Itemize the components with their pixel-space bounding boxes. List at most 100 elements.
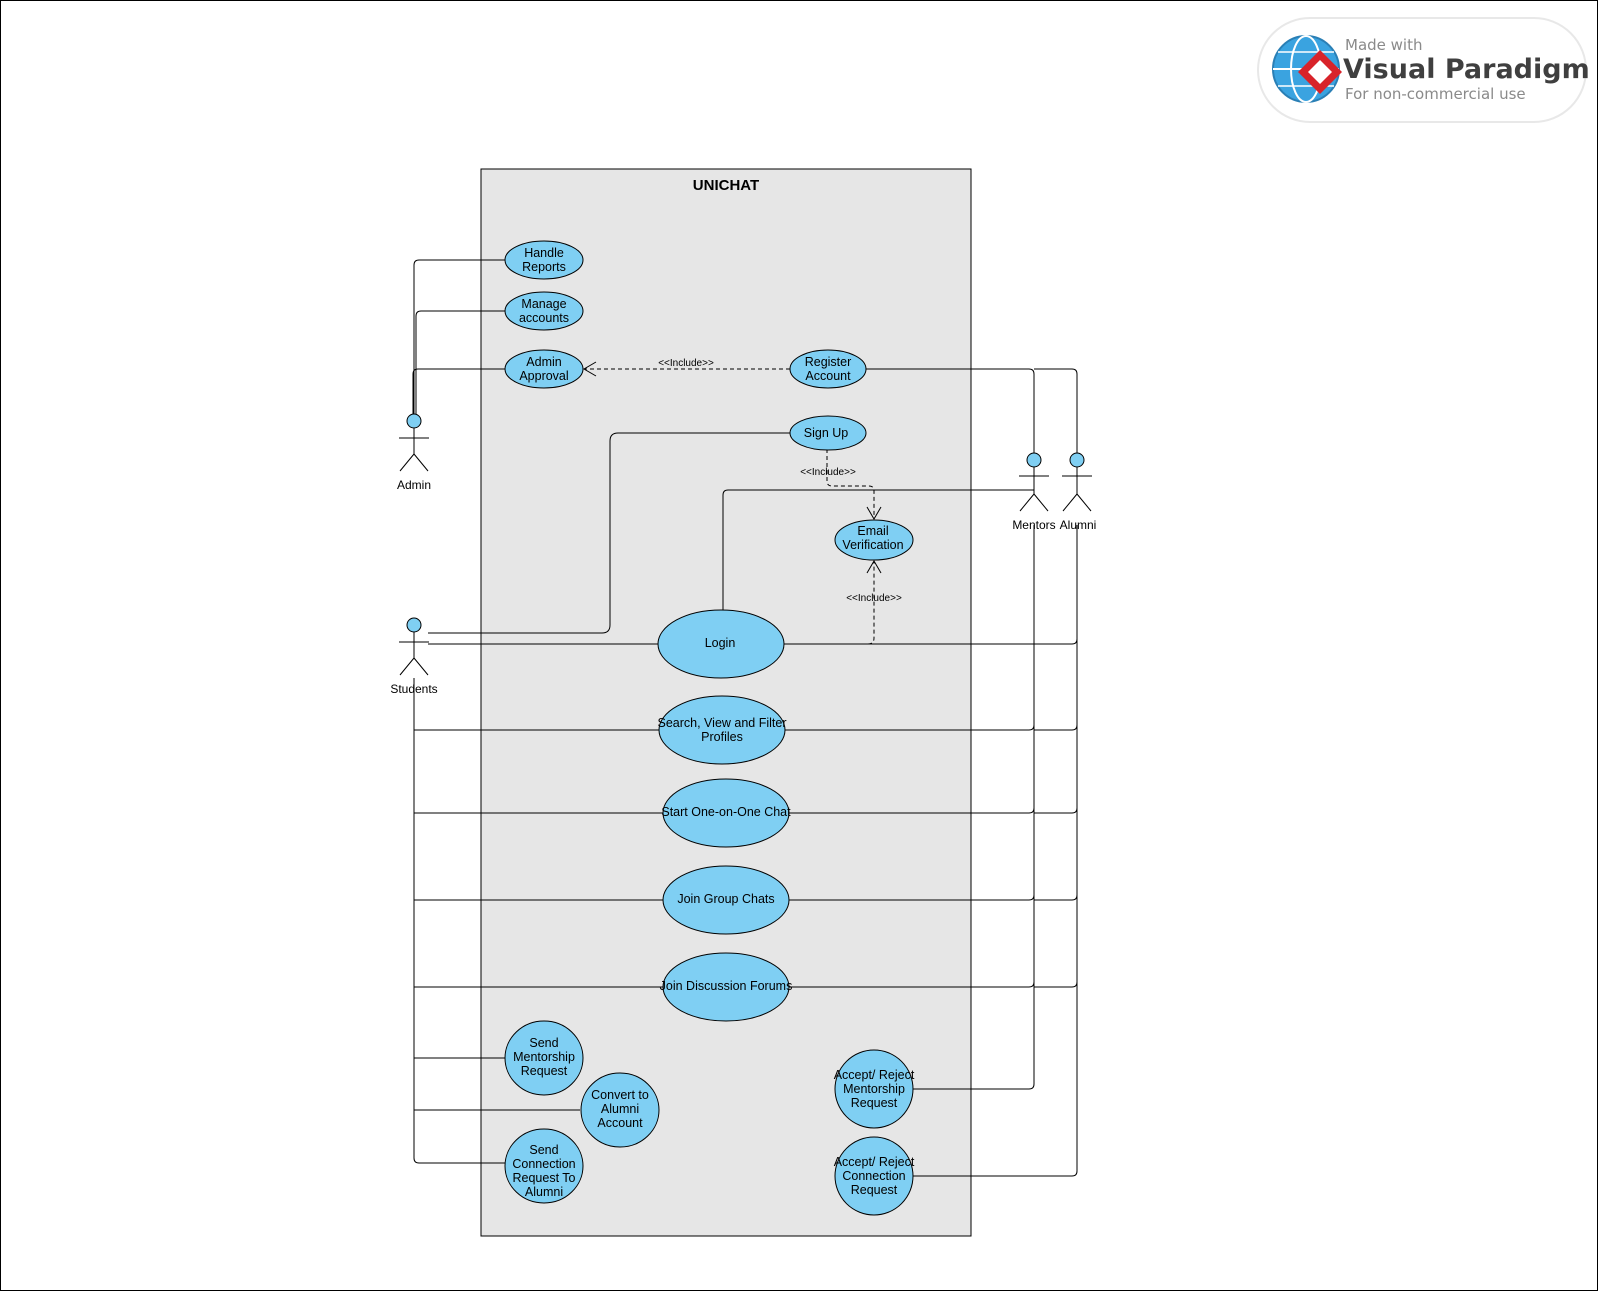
use-case-label-line: Alumni: [601, 1102, 639, 1116]
use-case-label-line: Request: [851, 1183, 898, 1197]
use-case-label-line: Handle: [524, 246, 564, 260]
use-case-register-account[interactable]: [789, 349, 867, 389]
actor-students[interactable]: [399, 617, 429, 676]
use-case-search-profiles[interactable]: [658, 695, 786, 765]
assoc-mentors-register: [866, 368, 1035, 453]
use-case-label-line: Manage: [521, 297, 566, 311]
use-case-label-line: Send: [529, 1036, 558, 1050]
assoc-admin-manage-accounts: [415, 310, 506, 420]
use-case-label-line: Accept/ Reject: [834, 1068, 915, 1082]
assoc-mentors-forums: [788, 981, 1035, 988]
use-case-send-connection[interactable]: [504, 1128, 584, 1204]
use-case-label-line: Login: [705, 636, 736, 650]
actor-alumni-label: Alumni: [1060, 518, 1097, 532]
use-case-one-on-one-chat[interactable]: [662, 778, 790, 848]
use-case-label-line: Alumni: [525, 1185, 563, 1199]
actor-students-head-icon: [406, 617, 422, 633]
watermark-badge: [1257, 17, 1587, 123]
assoc-alumni-forums: [1034, 981, 1078, 988]
use-case-manage-accounts[interactable]: [504, 291, 584, 331]
use-case-label-line: Approval: [519, 369, 568, 383]
include-label-login: <<Include>>: [846, 593, 902, 604]
arrowhead-approval-icon: [583, 361, 597, 377]
use-case-label-line: Mentorship: [513, 1050, 575, 1064]
actor-admin-head-icon: [406, 413, 422, 429]
use-case-label-line: Admin: [526, 355, 561, 369]
use-case-label-line: Search, View and Filter: [658, 716, 787, 730]
actor-alumni[interactable]: [1062, 452, 1092, 512]
use-case-label-line: Join Discussion Forums: [660, 979, 793, 993]
use-case-accept-mentorship[interactable]: [834, 1049, 914, 1129]
actor-students-label: Students: [390, 682, 437, 696]
label-one-on-one-chat: Start One-on-One Chat: [661, 805, 791, 819]
use-case-label-line: Register: [805, 355, 852, 369]
actor-admin[interactable]: [399, 413, 429, 472]
use-case-convert-alumni[interactable]: [580, 1072, 660, 1148]
assoc-mentors-group: [788, 894, 1035, 901]
watermark-note: For non-commercial use: [1345, 85, 1526, 103]
use-case-label-line: Start One-on-One Chat: [661, 805, 791, 819]
use-case-email-verification[interactable]: [834, 519, 914, 561]
assoc-students-spine: [413, 678, 506, 1164]
use-case-login[interactable]: [657, 609, 785, 679]
use-case-accept-connection[interactable]: [834, 1136, 914, 1216]
include-signup-to-email: [826, 449, 875, 519]
use-case-label-line: Account: [597, 1116, 643, 1130]
arrowhead-email-top-icon: [866, 506, 882, 520]
assoc-admin-handle-reports: [413, 259, 506, 420]
use-case-label-line: Account: [805, 369, 851, 383]
include-label-signup: <<Include>>: [800, 467, 856, 478]
assoc-alumni-register: [1034, 368, 1078, 453]
assoc-mentors-search: [784, 724, 1035, 731]
include-label-approval: <<Include>>: [658, 358, 714, 369]
use-case-send-mentorship[interactable]: [504, 1020, 584, 1096]
use-case-group-chats[interactable]: [662, 865, 790, 935]
use-case-discussion-forums[interactable]: [662, 952, 790, 1022]
assoc-mentors-one-on-one: [788, 807, 1035, 814]
assoc-alumni-login: [784, 638, 1078, 645]
include-arrowheads: [583, 361, 882, 574]
assoc-alumni-search: [1034, 724, 1078, 731]
arrowhead-email-bottom-icon: [866, 560, 882, 574]
use-case-label-line: Request: [851, 1096, 898, 1110]
use-case-label-line: Convert to: [591, 1088, 649, 1102]
assoc-alumni-accept-connection: [912, 525, 1078, 1177]
use-case-label-line: Reports: [522, 260, 566, 274]
use-case-sign-up[interactable]: [789, 415, 867, 451]
use-case-handle-reports[interactable]: [504, 240, 584, 280]
actor-mentors-head-icon: [1026, 452, 1042, 468]
use-case-label-line: Request To: [512, 1171, 575, 1185]
use-case-label-line: Connection: [842, 1169, 905, 1183]
use-case-label-line: Sign Up: [804, 426, 849, 440]
actor-admin-label: Admin: [397, 478, 431, 492]
use-case-label-line: Verification: [842, 538, 903, 552]
label-group-chats: Join Group Chats: [677, 892, 774, 906]
use-case-label-line: Send: [529, 1143, 558, 1157]
label-discussion-forums: Join Discussion Forums: [660, 979, 793, 993]
use-cases: [504, 240, 914, 1216]
actor-alumni-head-icon: [1069, 452, 1085, 468]
assoc-students-signup: [428, 432, 790, 634]
actor-mentors[interactable]: [1019, 452, 1049, 512]
watermark: Made with Visual Paradigm For non-commer…: [1257, 17, 1590, 123]
actor-mentors-label: Mentors: [1012, 518, 1055, 532]
assoc-mentors-login: [722, 489, 1034, 610]
assoc-admin-approval: [412, 368, 506, 420]
use-case-label-line: Mentorship: [843, 1082, 905, 1096]
use-case-label-line: Profiles: [701, 730, 743, 744]
actors: [399, 413, 1092, 676]
system-title: UNICHAT: [693, 177, 759, 194]
use-case-label-line: Request: [521, 1064, 568, 1078]
use-case-admin-approval[interactable]: [504, 349, 584, 389]
